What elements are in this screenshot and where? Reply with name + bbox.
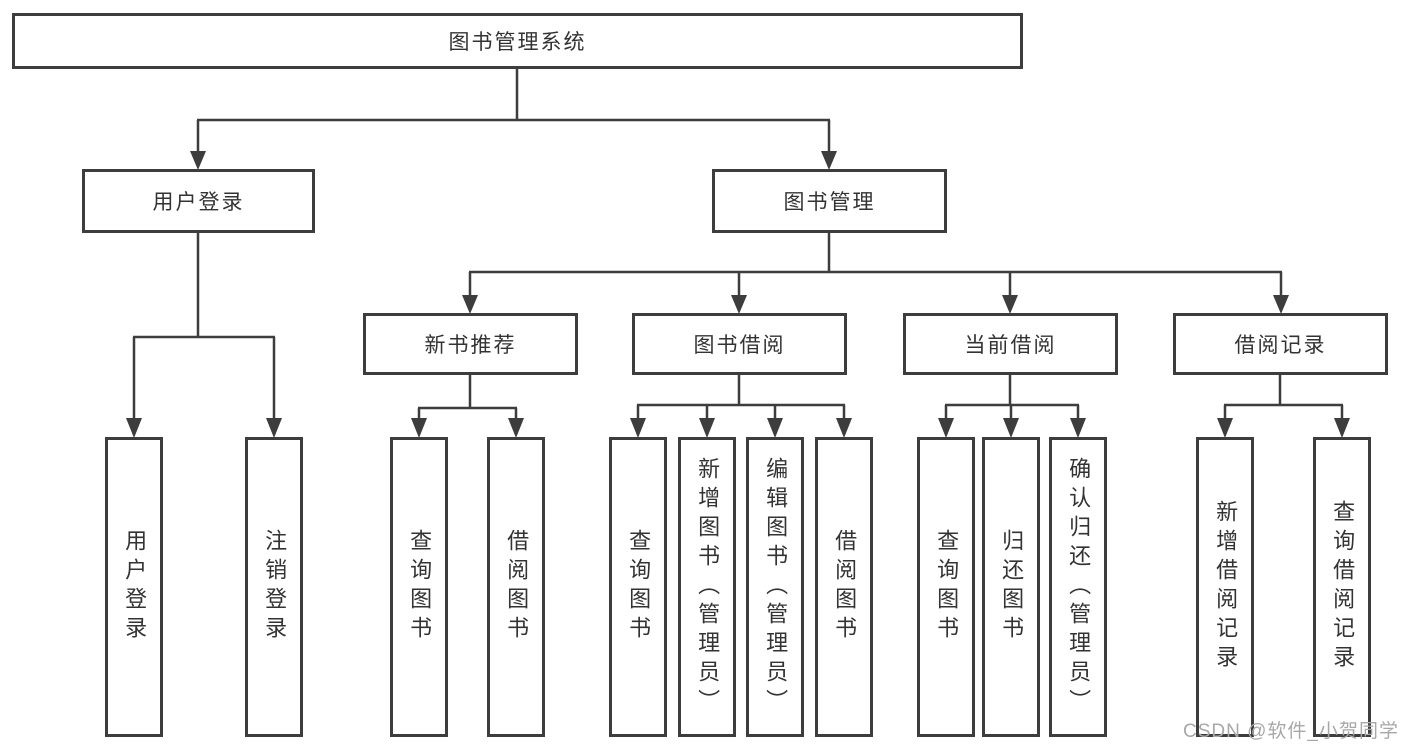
- node-book-borrow: 图书借阅: [632, 313, 847, 375]
- node-user-login: 用户登录: [82, 169, 315, 233]
- node-label: 借阅图书: [832, 529, 858, 645]
- arrowhead-down: [266, 418, 282, 438]
- node-label: 新增图书（管理员）: [695, 456, 721, 718]
- node-label: 确认归还（管理员）: [1066, 456, 1092, 718]
- node-label: 用户登录: [122, 529, 148, 645]
- arrowhead-down: [1070, 418, 1086, 438]
- node-label: 借阅图书: [504, 529, 530, 645]
- arrowhead-down: [508, 418, 524, 438]
- arrowhead-down: [1003, 418, 1019, 438]
- connector-book-management-to-level3: [462, 233, 1289, 314]
- connector-book-borrow-to-leaves: [630, 375, 852, 438]
- leaf-records-query-record: 查询借阅记录: [1313, 437, 1371, 737]
- node-label: 图书管理系统: [448, 31, 587, 54]
- arrowhead-down: [1002, 295, 1018, 314]
- arrowhead-down: [1273, 295, 1289, 314]
- connector-line: [196, 69, 831, 154]
- node-label: 借阅记录: [1234, 334, 1327, 357]
- connector-root-to-level2: [190, 69, 837, 170]
- leaf-current-return-books: 归还图书: [982, 437, 1040, 737]
- csdn-watermark: CSDN @软件_小贺同学: [1183, 721, 1399, 742]
- node-label: 注销登录: [262, 529, 288, 645]
- arrowhead-down: [699, 418, 715, 438]
- node-label: 查询图书: [934, 529, 960, 645]
- node-label: 编辑图书（管理员）: [763, 456, 789, 718]
- arrowhead-down: [1334, 418, 1350, 438]
- arrowhead-down: [411, 418, 427, 438]
- node-label: 查询图书: [626, 529, 652, 645]
- connector-user-login-to-leaves: [126, 233, 282, 438]
- arrowhead-down: [731, 295, 747, 314]
- node-label: 新增借阅记录: [1213, 500, 1239, 674]
- leaf-borrow-edit-books-admin: 编辑图书（管理员）: [746, 437, 804, 737]
- node-label: 用户登录: [152, 191, 245, 214]
- connector-line: [417, 375, 518, 421]
- leaf-user-login: 用户登录: [105, 437, 163, 737]
- arrowhead-down: [836, 418, 852, 438]
- leaf-current-query-books: 查询图书: [917, 437, 975, 737]
- connector-line: [468, 233, 1283, 297]
- leaf-newbook-query-books: 查询图书: [390, 437, 448, 737]
- leaf-records-add-record: 新增借阅记录: [1196, 437, 1254, 737]
- node-book-management: 图书管理: [712, 169, 947, 233]
- leaf-newbook-borrow-books: 借阅图书: [487, 437, 545, 737]
- arrowhead-down: [630, 418, 646, 438]
- node-current-borrow: 当前借阅: [903, 313, 1118, 375]
- connector-current-borrow-to-leaves: [938, 375, 1086, 438]
- arrowhead-down: [1217, 418, 1233, 438]
- node-label: 图书借阅: [693, 334, 786, 357]
- connector-line: [944, 375, 1080, 421]
- leaf-borrow-query-books: 查询图书: [609, 437, 667, 737]
- connector-line: [1223, 375, 1344, 421]
- leaf-borrow-add-books-admin: 新增图书（管理员）: [678, 437, 736, 737]
- arrowhead-down: [190, 151, 206, 170]
- node-borrow-records: 借阅记录: [1173, 313, 1388, 375]
- connector-borrow-records-to-leaves: [1217, 375, 1350, 438]
- node-label: 图书管理: [783, 191, 876, 214]
- leaf-borrow-borrow-books: 借阅图书: [815, 437, 873, 737]
- node-label: 当前借阅: [964, 334, 1057, 357]
- node-label: 新书推荐: [424, 334, 517, 357]
- node-label: 查询借阅记录: [1330, 500, 1356, 674]
- arrowhead-down: [126, 418, 142, 438]
- arrowhead-down: [462, 295, 478, 314]
- leaf-current-confirm-return-admin: 确认归还（管理员）: [1049, 437, 1107, 737]
- leaf-logout-login: 注销登录: [245, 437, 303, 737]
- arrowhead-down: [767, 418, 783, 438]
- node-label: 查询图书: [407, 529, 433, 645]
- connector-line: [636, 375, 846, 421]
- connector-new-book-recommend-to-leaves: [411, 375, 524, 438]
- connector-line: [132, 233, 276, 421]
- arrowhead-down: [938, 418, 954, 438]
- node-new-book-recommend: 新书推荐: [363, 313, 578, 375]
- arrowhead-down: [821, 151, 837, 170]
- node-label: 归还图书: [999, 529, 1025, 645]
- node-root: 图书管理系统: [12, 13, 1023, 69]
